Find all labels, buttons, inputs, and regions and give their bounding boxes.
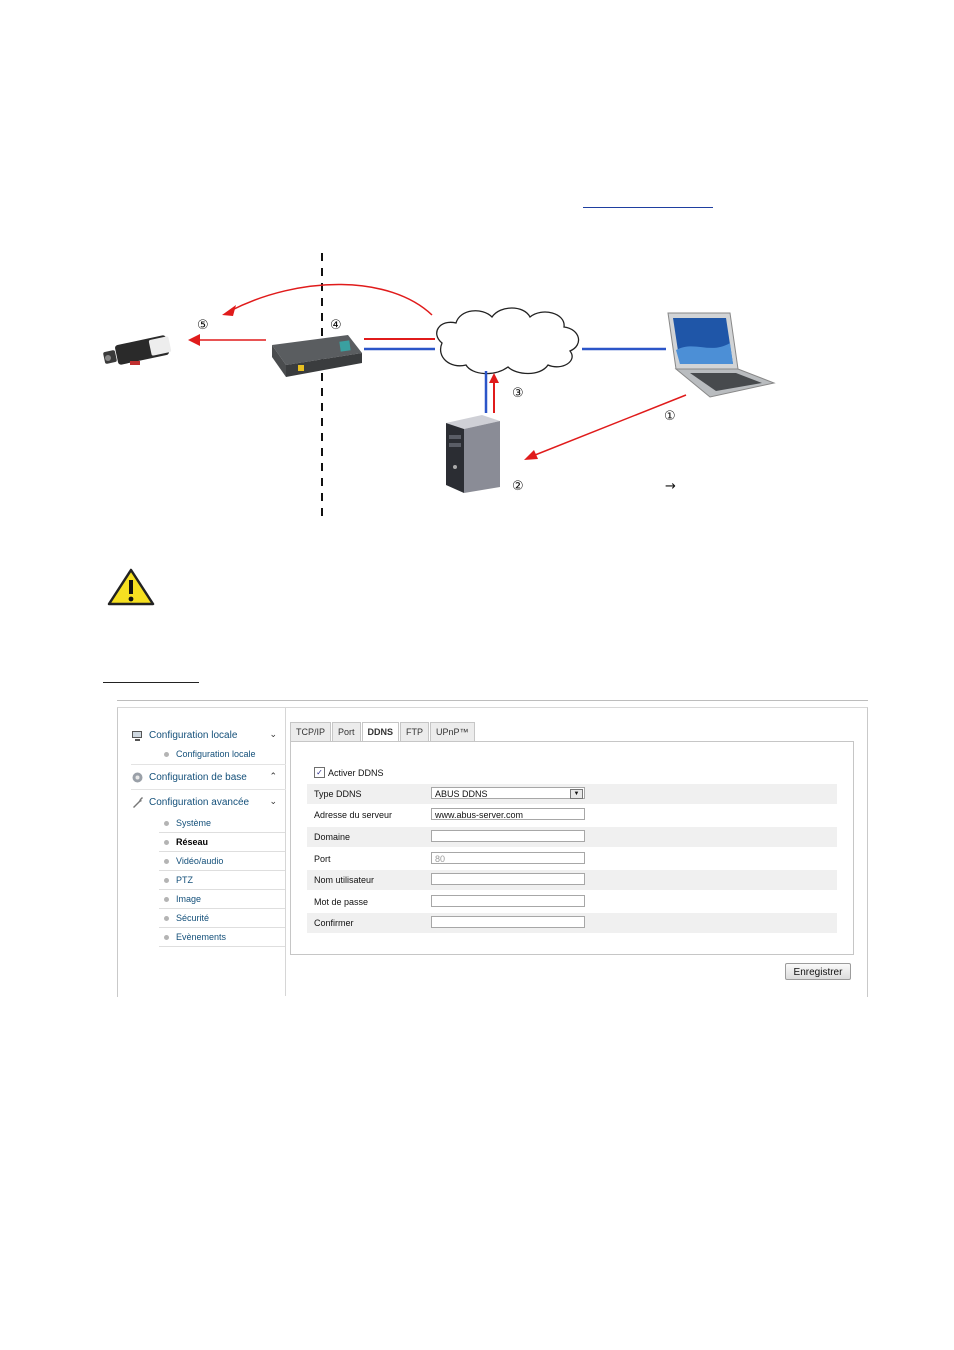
wrench-icon xyxy=(133,796,143,808)
ddns-type-select[interactable]: ABUS DDNS ▼ xyxy=(431,787,585,799)
sidebar-section-advanced[interactable]: Configuration avancée ⌄ xyxy=(131,792,281,812)
domain-label: Domaine xyxy=(314,832,351,842)
tab-upnp[interactable]: UPnP™ xyxy=(430,722,475,741)
bullet-icon xyxy=(164,877,169,883)
bullet-icon xyxy=(164,751,169,757)
domain-input[interactable] xyxy=(431,830,585,842)
ip-camera-icon xyxy=(103,335,172,365)
sidebar-item-local-config[interactable]: Configuration locale xyxy=(159,745,285,763)
step-5-label: ⑤ xyxy=(197,318,209,333)
ddns-server-icon xyxy=(446,415,500,493)
enable-ddns-checkbox[interactable]: ✓ xyxy=(314,767,325,778)
sidebar-section-base-label: Configuration de base xyxy=(149,771,247,783)
confirm-label: Confirmer xyxy=(314,918,354,928)
step-2-label: ② xyxy=(512,479,524,494)
bullet-icon xyxy=(164,934,169,940)
dropdown-arrow-icon[interactable]: ▼ xyxy=(570,789,583,799)
password-input[interactable] xyxy=(431,895,585,907)
sidebar-item-video-audio[interactable]: Vidéo/audio xyxy=(159,852,285,871)
tab-ftp[interactable]: FTP xyxy=(400,722,430,741)
arrow-laptop-server xyxy=(529,394,687,458)
router-icon xyxy=(272,335,362,377)
confirm-row: Confirmer xyxy=(307,913,837,933)
sidebar-section-advanced-label: Configuration avancée xyxy=(149,796,250,808)
ddns-config-screenshot: Configuration locale ⌄ Configuration loc… xyxy=(117,700,868,997)
ddns-type-label: Type DDNS xyxy=(314,789,362,799)
domain-row: Domaine xyxy=(307,827,837,847)
chevron-down-icon[interactable]: ⌄ xyxy=(269,796,277,806)
enable-ddns-label: Activer DDNS xyxy=(328,767,384,778)
bullet-icon xyxy=(164,896,169,902)
port-input[interactable]: 80 xyxy=(431,852,585,864)
username-row: Nom utilisateur xyxy=(307,870,837,890)
network-tabs: TCP/IP Port DDNS FTP UPnP™ xyxy=(290,722,476,742)
arrow-glyph: → xyxy=(665,479,676,494)
password-row: Mot de passe xyxy=(307,892,837,912)
arrow-5-curve xyxy=(229,283,433,316)
ddns-type-row: Type DDNS ABUS DDNS ▼ xyxy=(307,784,837,804)
arrow-laptop-server-head xyxy=(524,450,538,460)
sidebar-item-label: PTZ xyxy=(176,875,193,885)
step-1-label: ① xyxy=(664,409,676,424)
sidebar-section-local[interactable]: Configuration locale ⌄ xyxy=(131,725,281,745)
ddns-network-diagram: ⑤ ④ ③ ① ② → xyxy=(103,253,776,520)
arrow-5-head xyxy=(222,305,236,316)
step-4-label: ④ xyxy=(330,318,342,333)
step-3-label: ③ xyxy=(512,386,524,401)
warning-triangle-icon xyxy=(107,568,155,606)
sidebar-item-ptz[interactable]: PTZ xyxy=(159,871,285,890)
enable-ddns-row: ✓ Activer DDNS xyxy=(314,767,384,778)
ddns-type-value: ABUS DDNS xyxy=(435,789,488,799)
sidebar-section-base[interactable]: Configuration de base ⌃ xyxy=(131,767,281,787)
server-address-row: Adresse du serveur www.abus-server.com xyxy=(307,805,837,825)
sidebar-item-systeme[interactable]: Système xyxy=(159,814,285,833)
sidebar-item-label: Réseau xyxy=(176,837,209,847)
bullet-icon xyxy=(164,839,169,845)
bullet-icon xyxy=(164,915,169,921)
confirm-input[interactable] xyxy=(431,916,585,928)
port-label: Port xyxy=(314,854,331,864)
tab-tcpip[interactable]: TCP/IP xyxy=(290,722,332,741)
tab-port[interactable]: Port xyxy=(332,722,361,741)
sidebar-item-label: Sécurité xyxy=(176,913,210,923)
ui-frame xyxy=(117,707,868,997)
password-label: Mot de passe xyxy=(314,897,369,907)
sidebar-item-label: Vidéo/audio xyxy=(176,856,224,866)
server-address-label: Adresse du serveur xyxy=(314,810,393,820)
arrow-router-camera-head xyxy=(188,334,200,346)
laptop-icon xyxy=(667,312,776,398)
sidebar-item-reseau[interactable]: Réseau xyxy=(159,833,285,852)
username-input[interactable] xyxy=(431,873,585,885)
chevron-up-icon[interactable]: ⌃ xyxy=(269,771,277,781)
arrow-server-cloud-head xyxy=(489,373,499,383)
sidebar-item-label: Evènements xyxy=(176,932,227,942)
gear-icon xyxy=(132,772,143,782)
ui-top-border xyxy=(117,700,868,701)
monitor-icon xyxy=(132,730,142,741)
internet-cloud-icon xyxy=(436,307,580,375)
sidebar: Configuration locale ⌄ Configuration loc… xyxy=(117,708,286,996)
sidebar-section-local-label: Configuration locale xyxy=(149,729,238,741)
sidebar-item-local-config-label: Configuration locale xyxy=(176,749,256,759)
section-heading-underline xyxy=(103,682,199,683)
sidebar-item-image[interactable]: Image xyxy=(159,890,285,909)
ddns-form-panel: ✓ Activer DDNS Type DDNS ABUS DDNS ▼ Adr… xyxy=(290,741,854,955)
tab-ddns[interactable]: DDNS xyxy=(361,722,400,742)
port-row: Port 80 xyxy=(307,849,837,869)
sidebar-item-label: Image xyxy=(176,894,202,904)
bullet-icon xyxy=(164,820,169,826)
chevron-down-icon[interactable]: ⌄ xyxy=(269,729,277,739)
sidebar-item-label: Système xyxy=(176,818,212,828)
bullet-icon xyxy=(164,858,169,864)
username-label: Nom utilisateur xyxy=(314,875,375,885)
sidebar-item-evenements[interactable]: Evènements xyxy=(159,928,285,947)
server-address-input[interactable]: www.abus-server.com xyxy=(431,808,585,820)
sidebar-item-securite[interactable]: Sécurité xyxy=(159,909,285,928)
link-underline xyxy=(583,207,713,208)
save-button[interactable]: Enregistrer xyxy=(785,963,851,980)
